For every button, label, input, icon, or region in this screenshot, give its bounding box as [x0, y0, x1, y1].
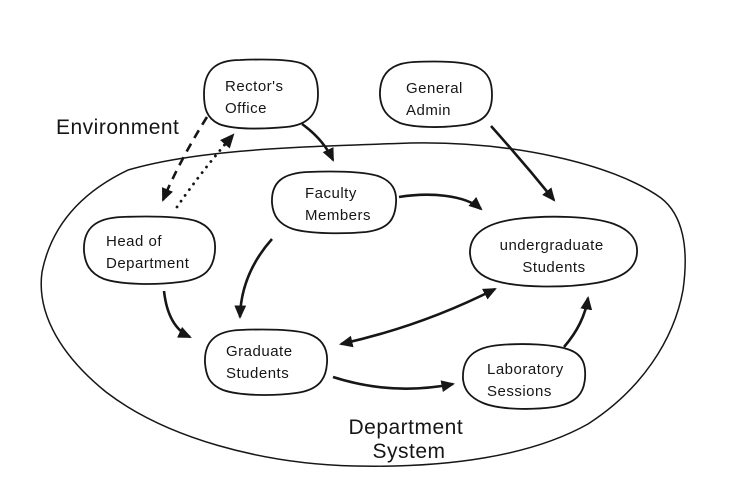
node-head-of-department-label: Head of Department [106, 233, 190, 272]
node-laboratory-sessions-label-line2: Sessions [487, 383, 552, 400]
node-rectors-office-shape [203, 58, 319, 130]
node-rectors-office-label-line2: Office [225, 100, 267, 117]
node-rectors-office-label-line1: Rector's [225, 78, 284, 95]
edge-head-of-department-to-graduate-students [162, 290, 192, 339]
node-rectors-office: Rector's Office [203, 58, 319, 130]
node-rectors-office-label: Rector's Office [225, 78, 288, 117]
node-head-of-department-shape [83, 215, 216, 285]
node-laboratory-sessions-label: Laboratory Sessions [487, 361, 568, 400]
edge-rectors-office-to-faculty-members [301, 122, 335, 162]
node-laboratory-sessions: Laboratory Sessions [462, 343, 587, 410]
node-faculty-members-label-line1: Faculty [305, 185, 357, 202]
department-system-boundary [40, 142, 686, 467]
node-undergraduate-students-label-line1: undergraduate [500, 237, 604, 254]
edge-head-of-department-to-rectors-office [175, 133, 235, 209]
node-general-admin-label-line1: General [406, 80, 463, 97]
node-undergraduate-students-label-line2: Students [522, 259, 585, 276]
edge-faculty-members-to-undergraduate-students [398, 193, 483, 211]
edge-graduate-students-undergraduate-students-bidirectional [339, 287, 497, 348]
node-undergraduate-students-label: undergraduate Students [500, 237, 609, 276]
edge-laboratory-sessions-to-undergraduate-students [563, 295, 593, 348]
node-head-of-department-label-line1: Head of [106, 233, 162, 250]
node-head-of-department: Head of Department [83, 215, 216, 285]
edge-rectors-office-to-head-of-department [161, 116, 209, 202]
node-laboratory-sessions-label-line1: Laboratory [487, 361, 564, 378]
node-laboratory-sessions-shape [462, 343, 587, 410]
node-general-admin-shape [379, 60, 493, 128]
department-system-label: Department System [348, 416, 469, 463]
node-graduate-students-label: Graduate Students [226, 343, 297, 382]
node-graduate-students-label-line2: Students [226, 365, 289, 382]
node-graduate-students: Graduate Students [204, 328, 328, 396]
node-graduate-students-shape [204, 328, 328, 396]
node-head-of-department-label-line2: Department [106, 255, 190, 272]
node-faculty-members: Faculty Members [271, 170, 397, 235]
edge-graduate-students-to-laboratory-sessions [332, 375, 455, 393]
node-faculty-members-label: Faculty Members [305, 185, 371, 224]
environment-label: Environment [56, 116, 179, 139]
edge-faculty-members-to-graduate-students [234, 238, 273, 320]
node-faculty-members-shape [271, 170, 397, 235]
node-general-admin-label-line2: Admin [406, 102, 451, 119]
node-faculty-members-label-line2: Members [305, 207, 371, 224]
node-general-admin-label: General Admin [406, 80, 468, 119]
node-undergraduate-students: undergraduate Students [469, 215, 638, 288]
department-system-label-line2: System [372, 440, 445, 463]
node-graduate-students-label-line1: Graduate [226, 343, 293, 360]
node-undergraduate-students-shape [469, 215, 638, 288]
edge-general-admin-to-undergraduate-students [490, 125, 556, 202]
node-general-admin: General Admin [379, 60, 493, 128]
department-system-label-line1: Department [348, 416, 463, 439]
